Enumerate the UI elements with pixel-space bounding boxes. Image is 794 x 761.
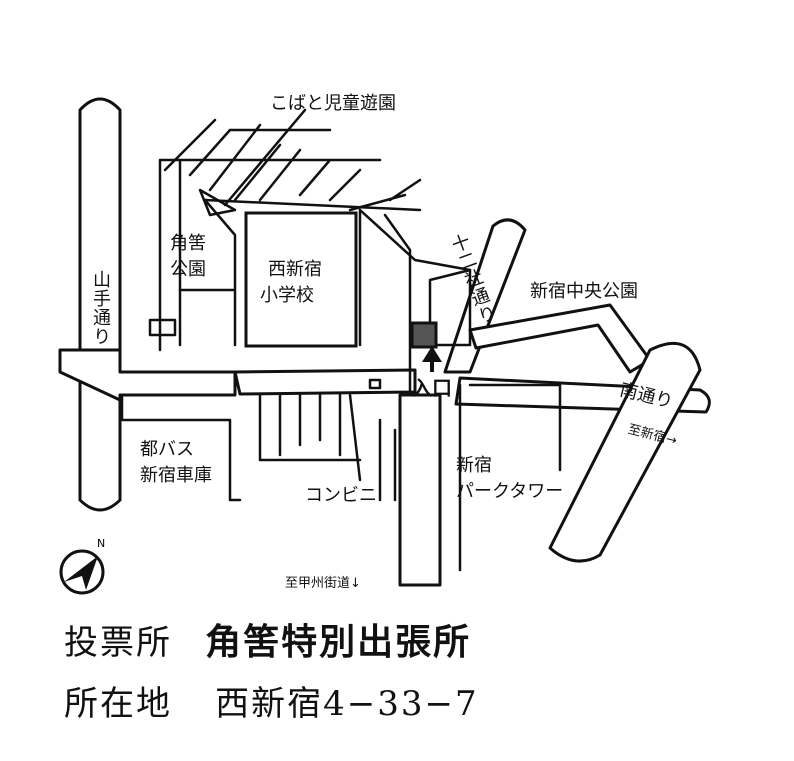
map: N — [58, 97, 711, 595]
address-row: 所在地 西新宿4−33−7 — [64, 676, 479, 725]
to-koshu-label: 至甲州街道↓ — [285, 576, 361, 591]
address-key: 所在地 — [64, 684, 172, 724]
yamate-dori-road — [78, 97, 122, 512]
east-west-road-east — [233, 368, 417, 396]
north-arrow-icon — [59, 549, 105, 595]
koshu-road — [398, 393, 442, 587]
park-tower-label-1: 新宿 — [456, 455, 492, 476]
street-grid-north — [158, 118, 472, 352]
tsunohazu-park-label-1: 角筈 — [170, 233, 206, 254]
kobato-leader-line — [223, 108, 307, 207]
venue-row: 投票所 角筈特別出張所 — [64, 613, 471, 665]
address-value: 西新宿4−33−7 — [215, 684, 479, 724]
street-grid-central — [258, 208, 412, 502]
yamate-dori-label: 山手通り — [90, 270, 111, 346]
school-block — [244, 211, 358, 348]
east-west-road — [58, 348, 237, 402]
arrow-up-icon — [422, 346, 442, 372]
park-tower-outline — [458, 383, 562, 572]
street-grid-park — [148, 188, 237, 347]
bus-depot-label-2: 新宿車庫 — [140, 465, 212, 486]
entrance-label: 入口 — [412, 376, 452, 400]
tsunohazu-park-label-2: 公園 — [170, 259, 206, 280]
bus-depot-outline — [120, 395, 242, 502]
kobato-park-label: こばと児童遊園 — [270, 93, 396, 114]
north-letter: N — [97, 537, 105, 550]
park-tower-road — [548, 341, 702, 563]
convenience-store-label: コンビニ — [305, 485, 377, 506]
venue-key: 投票所 — [64, 623, 172, 663]
school-label-2: 小学校 — [260, 285, 314, 306]
central-park-label: 新宿中央公園 — [530, 281, 638, 302]
school-label-1: 西新宿 — [268, 259, 322, 280]
central-park-road — [468, 303, 652, 374]
bus-depot-label-1: 都バス — [140, 439, 194, 460]
venue-name: 角筈特別出張所 — [205, 622, 472, 663]
park-tower-label-2: パークタワー — [456, 481, 564, 502]
venue-building — [410, 321, 438, 349]
